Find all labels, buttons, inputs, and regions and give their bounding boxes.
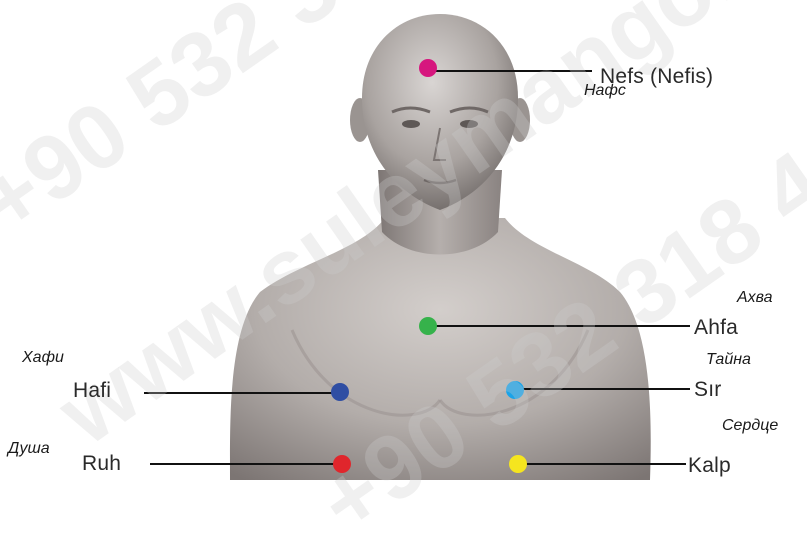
label-ruh: Ruh: [82, 453, 121, 474]
label-sir-ru: Тайна: [706, 352, 751, 368]
nefs-point-dot: [419, 59, 437, 77]
ahfa-point-dot: [419, 317, 437, 335]
diagram: +90 532 318 44 37 www.suleymangok +90 53…: [0, 0, 807, 480]
label-hafi-ru: Хафи: [22, 350, 64, 366]
label-nefs-ru: Нафс: [584, 83, 626, 99]
label-hafi: Hafi: [73, 380, 111, 401]
label-sir: Sır: [694, 379, 721, 400]
label-ahfa: Ahfa: [694, 317, 738, 338]
sir-point-dot: [506, 381, 524, 399]
label-ruh-ru: Душа: [8, 441, 50, 457]
ruh-point-dot: [333, 455, 351, 473]
label-kalp-ru: Сердце: [722, 418, 778, 434]
label-ahfa-ru: Ахва: [737, 290, 773, 306]
hafi-point-dot: [331, 383, 349, 401]
label-kalp: Kalp: [688, 455, 731, 476]
kalp-point-dot: [509, 455, 527, 473]
